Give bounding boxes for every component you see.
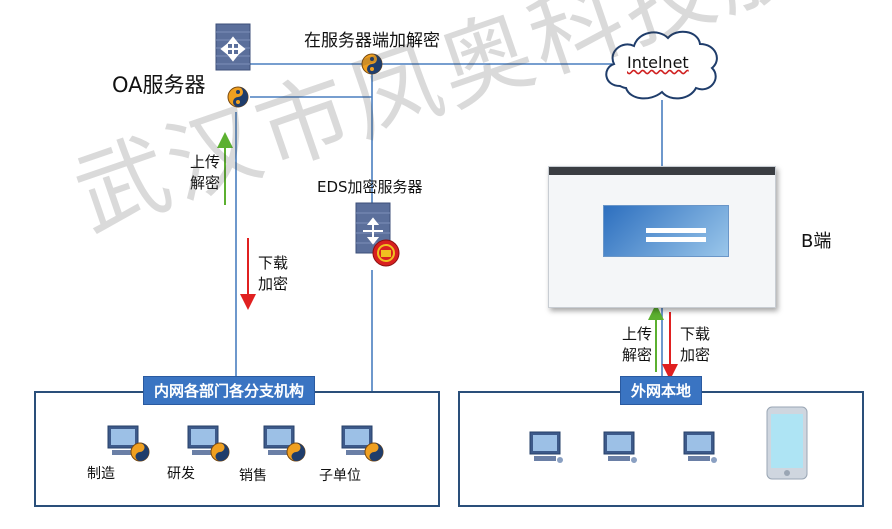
b-end-label: B端 [801, 231, 832, 252]
computer-icon [107, 425, 150, 462]
decrypt-at-server-label: 在服务器端加解密 [304, 31, 440, 51]
decrypt-label: 解密 [622, 346, 653, 364]
login-panel [603, 205, 729, 257]
encrypt-badge-icon [227, 86, 249, 108]
internet-cloud-icon [605, 30, 718, 100]
b-end-browser-window [548, 166, 776, 308]
internet-label: Intelnet [627, 53, 689, 72]
computer-icon [341, 425, 384, 462]
upload-label: 上传 [190, 153, 221, 171]
login-field [646, 228, 706, 233]
eds-server-icon [355, 202, 400, 267]
computer-icon [529, 431, 563, 463]
oa-server-icon [215, 23, 251, 71]
computer-icon [603, 431, 637, 463]
upload-label: 上传 [622, 325, 653, 343]
dept-label: 制造 [87, 466, 115, 482]
download-label: 下载 [258, 254, 289, 272]
login-field [646, 237, 706, 242]
dept-label: 销售 [239, 468, 267, 484]
browser-titlebar [549, 167, 775, 175]
decrypt-label: 解密 [190, 174, 221, 192]
oa-server-label: OA服务器 [112, 73, 206, 97]
external-network-title: 外网本地 [620, 376, 703, 405]
computer-icon [263, 425, 306, 462]
download-label: 下载 [680, 325, 711, 343]
encrypt-label: 加密 [680, 346, 711, 364]
computer-icon [683, 431, 717, 463]
mobile-phone-icon [766, 406, 808, 480]
dept-label: 子单位 [319, 468, 361, 484]
dept-label: 研发 [167, 466, 195, 482]
internal-network-title: 内网各部门各分支机构 [143, 376, 316, 405]
computer-icon [187, 425, 230, 462]
eds-server-label: EDS加密服务器 [317, 178, 423, 196]
encrypt-badge-icon [361, 53, 383, 75]
encrypt-label: 加密 [258, 275, 289, 293]
